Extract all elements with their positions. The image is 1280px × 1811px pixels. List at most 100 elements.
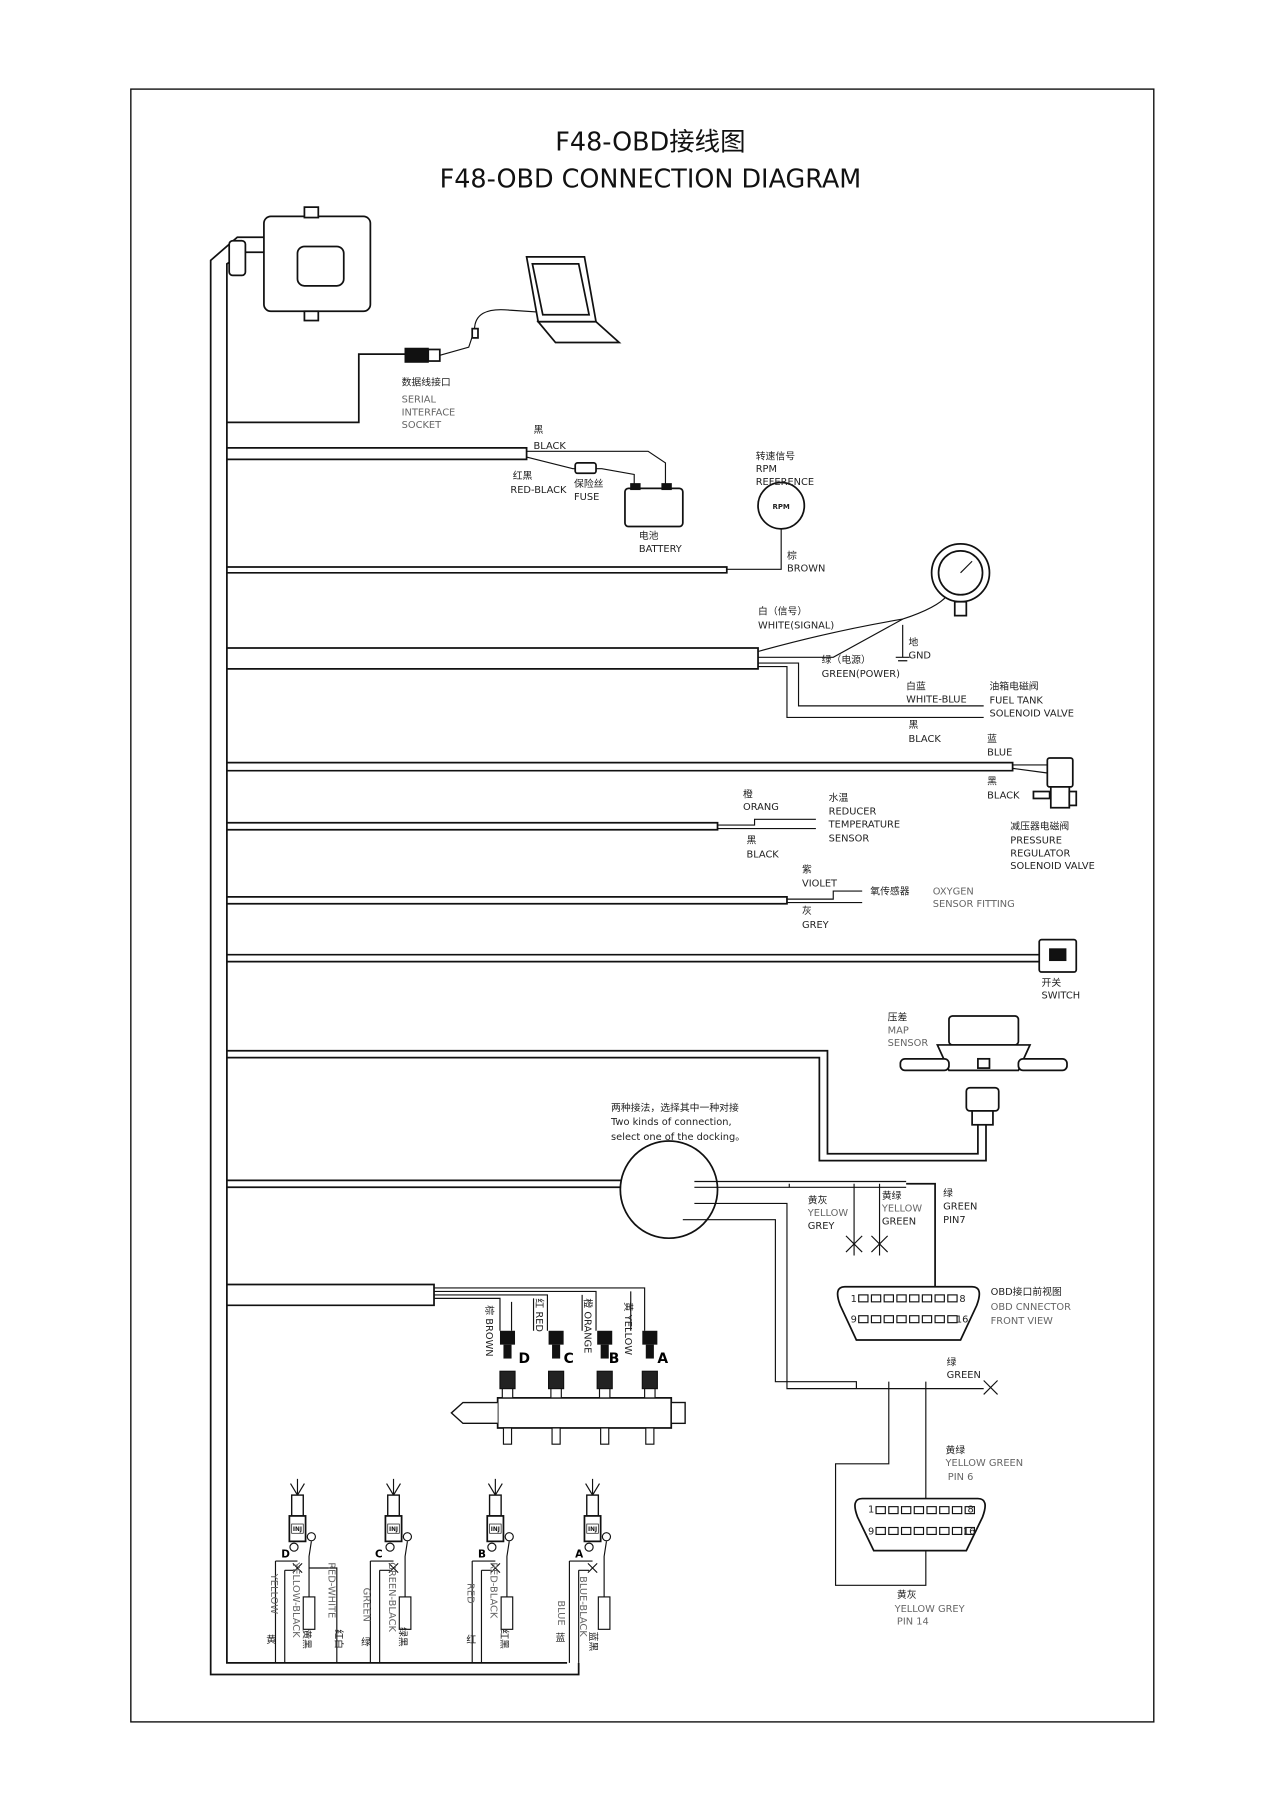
green-pin7-cn: 绿 [943,1187,953,1200]
wire-b-red-cn: 红 [466,1633,476,1646]
obd-pin [964,1506,976,1515]
temp-cn: 水温 [829,792,849,804]
rail-nozzle [600,1427,610,1445]
white-blue-cn: 白蓝 [906,680,926,693]
pin14-label-2: PIN 14 [897,1617,929,1628]
injector-rail [450,1330,686,1445]
yellow-green-label-2: GREEN [882,1216,916,1227]
obd2-pin-9: 9 [868,1526,874,1537]
wire-d-yellow-black-cn: 黄黑 [300,1629,313,1649]
wire-label-red: 红 RED [533,1298,546,1332]
temperature-branch [226,818,816,831]
wire-d-red-white-cn: 红白 [333,1629,346,1649]
wire-a-blue-black: BLUE-BLACK [577,1576,588,1637]
fuse-label: FUSE [574,492,599,503]
pin6-cn: 黄绿 [945,1443,965,1456]
red-black-label: RED-BLACK [510,485,567,496]
obd-pin [951,1526,963,1536]
rail-plug-pin [503,1344,512,1359]
white-signal-cn: 白（信号） [758,604,807,617]
injector-wire [471,1560,501,1663]
fuel-valve-label-2: SOLENOID VALVE [989,708,1073,719]
pin14-cn: 黄灰 [897,1588,917,1601]
obd-pin [913,1526,925,1536]
temp-label-1: REDUCER [829,807,877,818]
rpm-label-2: REFERENCE [756,477,814,488]
wire-label-orange: 橙 ORANGE [581,1298,594,1353]
regulator-label-3: SOLENOID VALVE [1010,861,1094,872]
wire-b-red-black: RED-BLACK [488,1562,499,1619]
spray-icon [386,1478,401,1497]
yellow-grey-label-1: YELLOW [807,1208,849,1219]
obd-pin [875,1506,886,1515]
obd-pin [896,1315,907,1324]
battery-branch [226,446,684,528]
gauge-branch [226,543,991,719]
obd-pin [900,1506,912,1515]
minus-terminal-icon [487,1542,497,1552]
obd-connector-front-view [858,1294,958,1324]
rail-plug-connector [597,1330,613,1345]
rail-injector-head [596,1370,613,1390]
obd-branch [226,1140,998,1586]
obd-pin [921,1294,933,1303]
obd1-pin-8: 8 [959,1294,965,1305]
obd2-pin-1: 1 [868,1504,874,1515]
map-label-1: MAP [888,1025,909,1036]
obd-pin [875,1526,886,1536]
rail-injector-neck [501,1388,514,1399]
obd-pin [926,1526,937,1536]
inj-b-label: B [478,1549,486,1561]
injector-wire [568,1560,598,1663]
green-pin7-label-1: GREEN [943,1201,977,1212]
minus-terminal-icon [584,1542,594,1552]
fuel-black-cn: 黑 [908,719,918,731]
injector-wire [369,1560,399,1663]
rail-plug-connector [499,1330,516,1345]
switch-label: SWITCH [1042,991,1081,1002]
fuel-black-label: BLACK [908,734,941,745]
wire-d-red-white: RED-WHITE [326,1562,337,1618]
switch-branch [226,938,1078,973]
obd-front-label-1: OBD CNNECTOR [991,1302,1072,1313]
rail-injector-neck [598,1388,611,1399]
rail-plug-connector [548,1330,564,1345]
green-power-cn: 绿（电源） [822,653,871,666]
serial-label-3: SOCKET [402,420,442,431]
obd-pin [858,1315,869,1324]
obd-pin [883,1315,895,1324]
wire-label-yellow: 黄 YELLOW [622,1302,635,1356]
brown-label: BROWN [787,564,825,575]
laptop-icon [525,256,622,344]
obd1-pin-16: 16 [956,1315,969,1326]
battery-label: BATTERY [639,544,683,555]
green-b-label: GREEN [947,1370,981,1381]
obd-pin [926,1506,937,1515]
wire-a-blue-black-cn: 蓝黑 [587,1632,599,1652]
obd-pin [947,1315,958,1324]
obd-pin [883,1294,895,1303]
wire-c-green: GREEN [360,1588,371,1622]
rpm-branch [226,481,806,574]
regulator-cn: 减压器电磁阀 [1010,820,1069,833]
brown-cn: 棕 [787,549,797,562]
reg-black-label: BLACK [987,790,1020,801]
serial-label-2: INTERFACE [402,407,456,418]
serial-label-1: SERIAL [402,395,437,406]
map-sensor-branch [226,1015,1068,1162]
temp-black-label: BLACK [746,849,779,860]
green-pin7-label-2: PIN7 [943,1215,965,1226]
orange-label: ORANG [743,802,779,813]
obd-pin [900,1526,912,1536]
plus-wire [506,1541,510,1597]
injector-badge-plate [291,1523,304,1534]
obd2-pin-16: 16 [963,1526,976,1537]
rail-end-cap [670,1401,686,1425]
temp-label-2: TEMPERATURE [828,819,900,830]
black-wire-cn: 黑 [534,424,544,436]
rail-injector-neck [550,1388,562,1399]
map-label-2: SENSOR [888,1038,929,1049]
note-en-1: Two kinds of connection, [610,1117,732,1128]
temp-label-3: SENSOR [829,833,870,844]
regulator-label-1: PRESSURE [1010,836,1062,847]
